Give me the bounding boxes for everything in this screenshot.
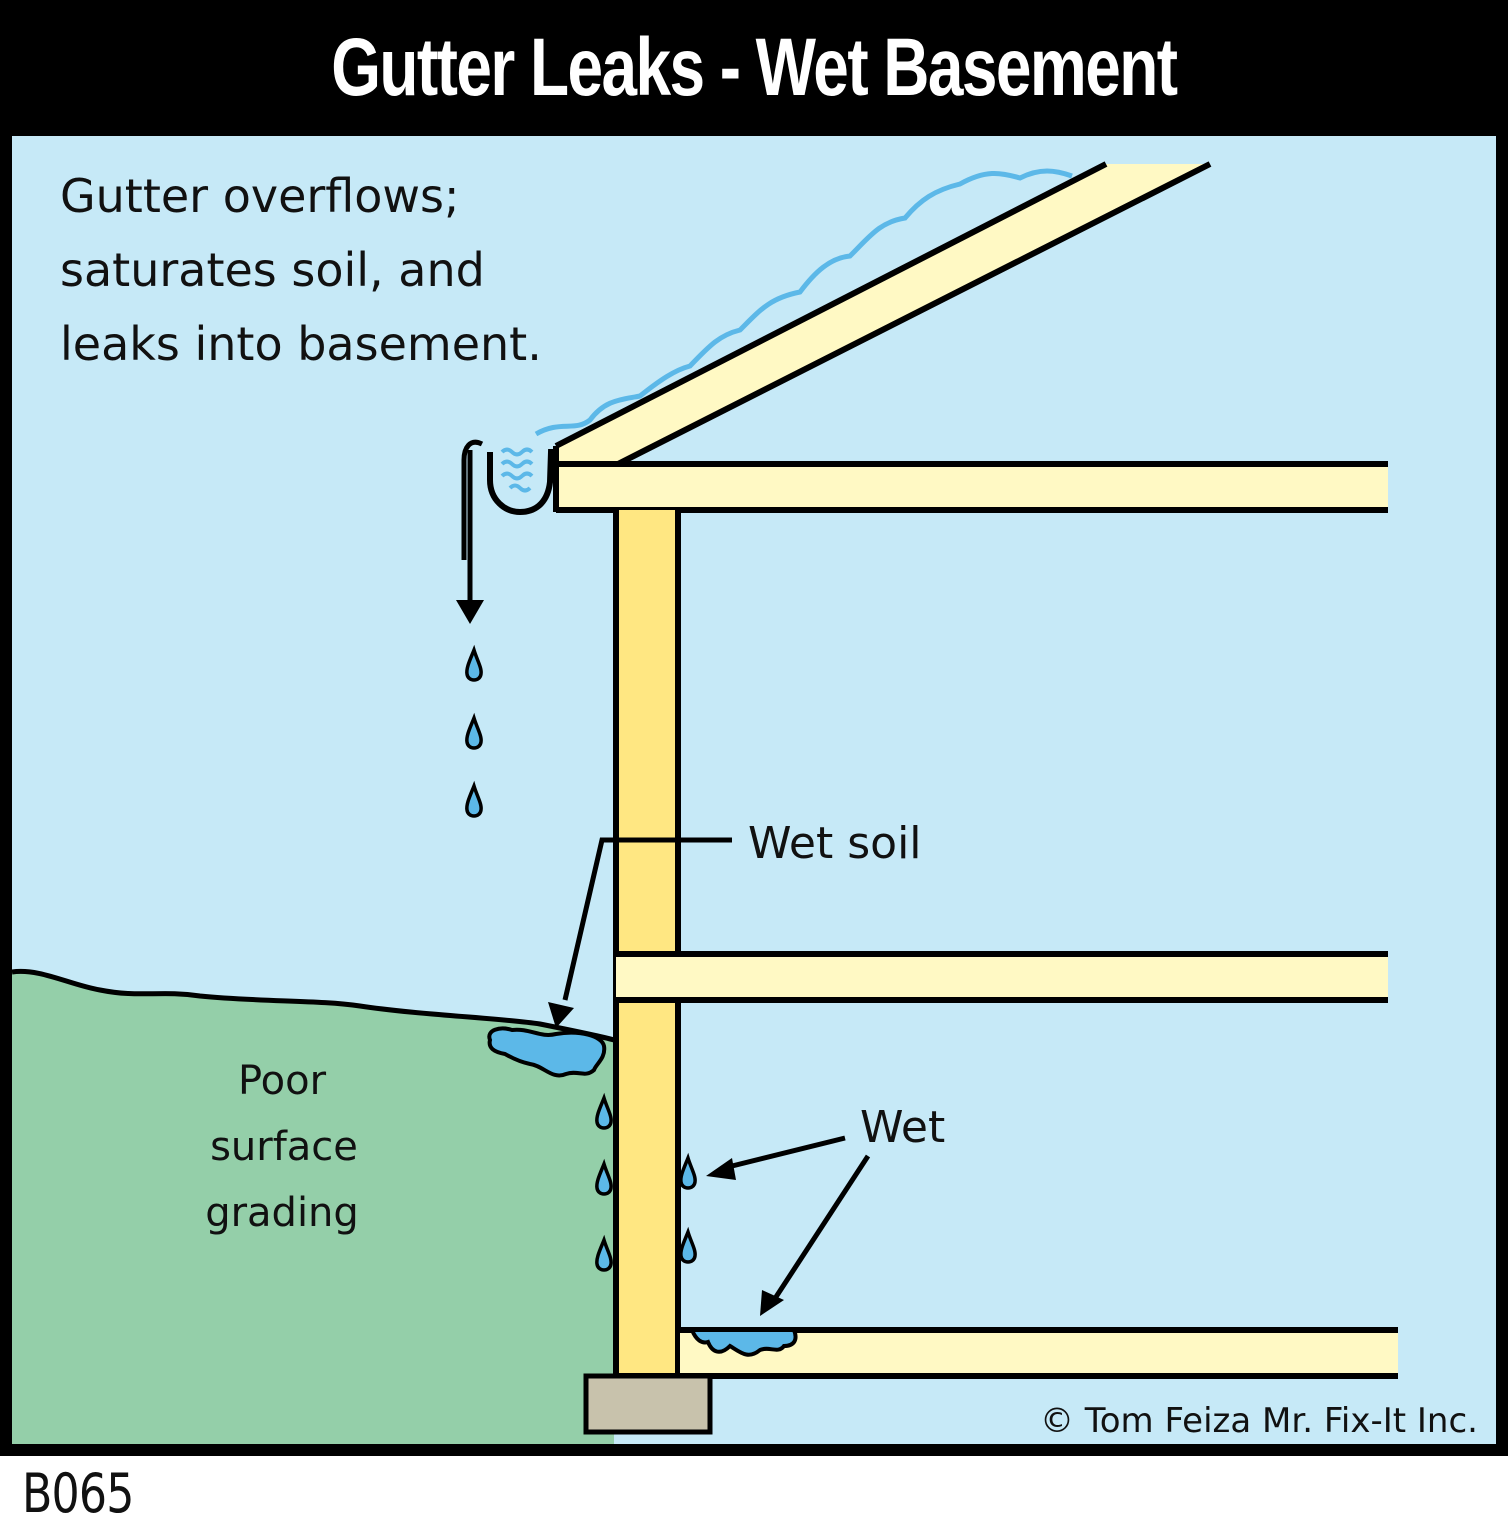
grading-line-1: Poor: [238, 1058, 327, 1104]
roof-rafter: [556, 164, 1210, 466]
roof-top-edge: [554, 161, 1108, 449]
roof-water-flow: [534, 168, 1073, 437]
water-puddle-icon: [487, 1026, 607, 1078]
water-drop-icon: [465, 712, 483, 750]
foundation-wall: [616, 510, 678, 1376]
grade-line: [11, 968, 615, 1043]
caption-line-1: Gutter overflows;: [60, 169, 460, 223]
water-drop-icon: [465, 780, 483, 818]
caption-line-2: saturates soil, and: [60, 243, 485, 297]
roof-bottom-edge: [612, 161, 1212, 469]
water-drop-icon: [465, 644, 483, 682]
copyright-text: © Tom Feiza Mr. Fix-It Inc.: [1040, 1401, 1478, 1441]
ceiling-joist: [556, 464, 1388, 510]
wet-soil-arrow-icon: [548, 837, 732, 1028]
figure-code: B065: [22, 1462, 134, 1525]
grading-line-3: grading: [205, 1190, 359, 1236]
water-drop-icon: [595, 1234, 613, 1272]
wet-wall-arrow-icon: [706, 1135, 846, 1180]
water-drop-icon: [595, 1158, 613, 1196]
basement-floor-slab: [680, 1330, 1398, 1376]
first-floor-joist: [616, 954, 1388, 1000]
wet-floor-arrow-icon: [760, 1154, 871, 1316]
wet-label: Wet: [860, 1102, 945, 1153]
wet-soil-label: Wet soil: [748, 818, 922, 869]
water-drop-icon: [679, 1226, 697, 1264]
caption-text: Gutter overflows; saturates soil, and le…: [60, 169, 542, 371]
footing: [583, 1373, 713, 1435]
grading-label: Poor surface grading: [205, 1058, 359, 1236]
title-bar: Gutter Leaks - Wet Basement: [0, 0, 1508, 135]
caption-line-3: leaks into basement.: [60, 317, 542, 371]
ground-soil: [12, 971, 614, 1444]
gutter-icon: [461, 439, 556, 560]
water-drop-icon: [595, 1092, 613, 1130]
water-drop-icon: [679, 1152, 697, 1190]
grading-line-2: surface: [210, 1124, 358, 1170]
overflow-arrow-icon: [456, 450, 484, 624]
basement-puddle: [689, 1328, 798, 1357]
falling-drops: [465, 644, 697, 1272]
diagram-title: Gutter Leaks - Wet Basement: [331, 21, 1178, 113]
